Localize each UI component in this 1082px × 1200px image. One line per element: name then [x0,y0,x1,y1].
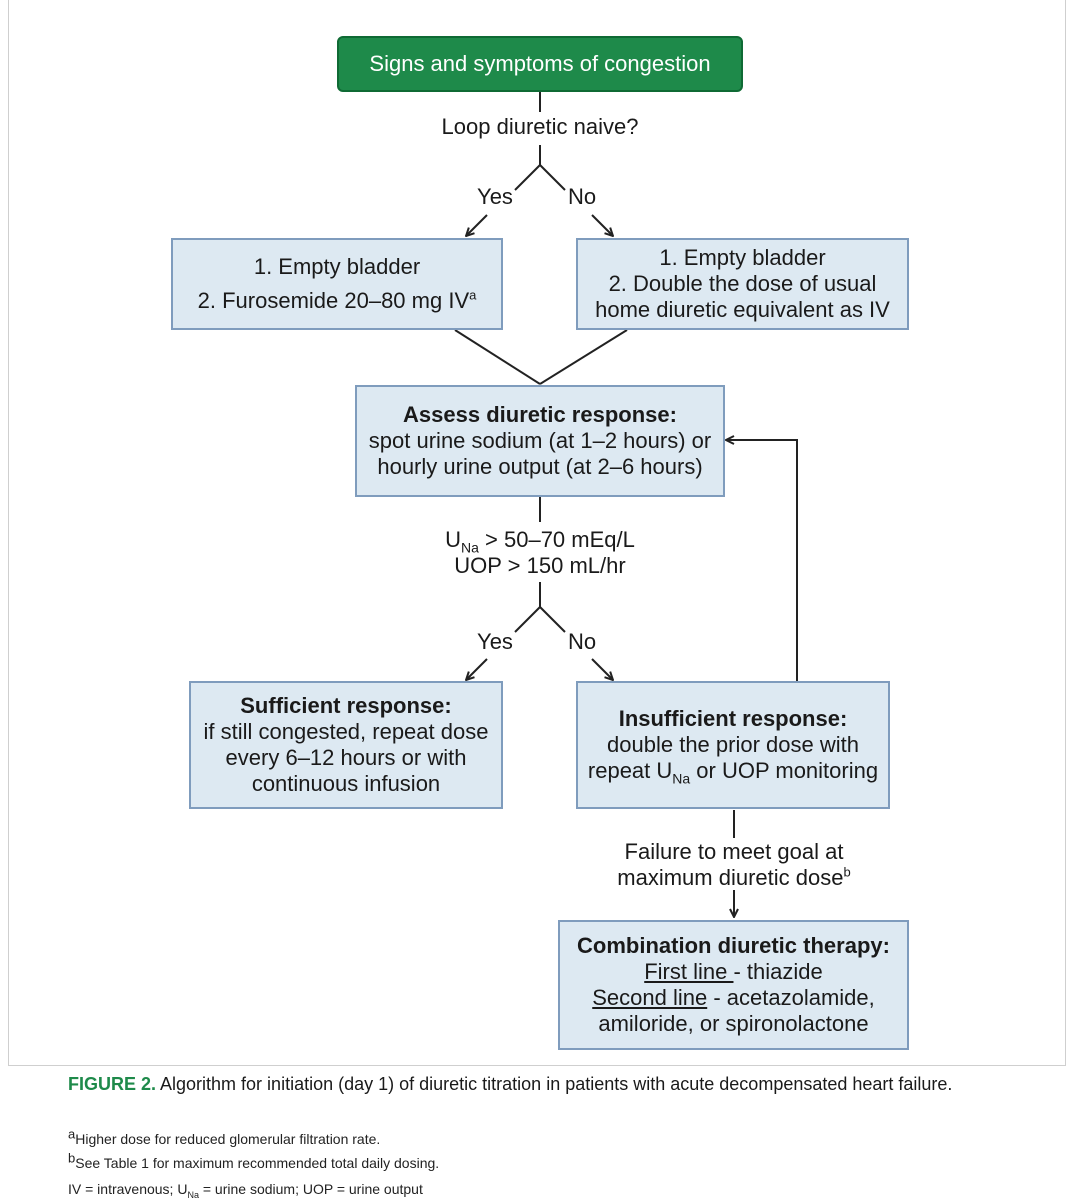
sufficient-line-3: continuous infusion [251,771,441,796]
line-q1-branch-right [539,164,566,191]
non-naive-treatment-box: 1. Empty bladder 2. Double the dose of u… [576,238,909,330]
criteria-una: UNa > 50–70 mEq/L [445,527,635,556]
failure-label-line-2: maximum diuretic doseb [617,864,851,890]
branch-no-label-2: No [567,629,597,654]
figure-number: FIGURE 2. [68,1074,157,1094]
criteria-uop: UOP > 150 mL/hr [454,553,626,578]
figure-frame [8,0,1066,1066]
question-loop-diuretic-naive: Loop diuretic naive? [441,114,639,139]
arrow-yes2 [466,658,488,680]
failure-label-line-1: Failure to meet goal at [624,839,844,864]
branch-no-label: No [567,184,597,209]
combination-first-line: First line - thiazide [644,959,823,984]
sufficient-line-2: every 6–12 hours or with [225,745,467,770]
non-naive-step-2: 2. Double the dose of usual [608,271,877,296]
line-no1-to-assess [539,329,628,385]
branch-yes-label: Yes [477,184,513,209]
insufficient-line-2: repeat UNa or UOP monitoring [587,758,879,787]
figure-caption: FIGURE 2. Algorithm for initiation (day … [68,1074,1018,1095]
naive-step-2: 2. Furosemide 20–80 mg IVa [197,287,477,313]
start-node: Signs and symptoms of congestion [337,36,743,92]
combination-heading: Combination diuretic therapy: [577,933,890,958]
non-naive-step-2-cont: home diuretic equivalent as IV [595,297,890,322]
caption-text: Algorithm for initiation (day 1) of diur… [156,1074,953,1094]
line-yes1-to-assess [454,329,541,385]
naive-step-1: 1. Empty bladder [253,254,421,279]
line-criteria-branch-left [514,606,541,633]
arrow-feedback-loop [726,440,798,681]
sufficient-heading: Sufficient response: [240,693,452,718]
insufficient-line-1: double the prior dose with [607,732,859,757]
sufficient-response-box: Sufficient response: if still congested,… [189,681,503,809]
non-naive-step-1: 1. Empty bladder [659,245,826,270]
assess-line-1: spot urine sodium (at 1–2 hours) or [368,428,712,453]
footnote-b: bSee Table 1 for maximum recommended tot… [68,1150,440,1171]
insufficient-heading: Insufficient response: [618,706,848,731]
start-label: Signs and symptoms of congestion [369,51,711,76]
combination-second-line: Second line - acetazolamide, [592,985,875,1010]
combination-second-line-cont: amiloride, or spironolactone [598,1011,869,1036]
footnote-abbreviations: IV = intravenous; UNa = urine sodium; UO… [68,1181,423,1200]
combination-therapy-box: Combination diuretic therapy: First line… [558,920,909,1050]
line-criteria-branch-right [539,606,566,633]
assess-response-box: Assess diuretic response: spot urine sod… [355,385,725,497]
arrow-no1 [591,214,613,236]
insufficient-response-box: Insufficient response: double the prior … [576,681,890,809]
assess-line-2: hourly urine output (at 2–6 hours) [377,454,703,479]
branch-yes-label-2: Yes [477,629,513,654]
arrow-no2 [591,658,613,680]
arrow-yes1 [466,214,488,236]
naive-treatment-box: 1. Empty bladder 2. Furosemide 20–80 mg … [171,238,503,330]
assess-heading: Assess diuretic response: [403,402,677,427]
footnote-a: aHigher dose for reduced glomerular filt… [68,1126,381,1147]
sufficient-line-1: if still congested, repeat dose [203,719,489,744]
line-q1-branch-left [514,164,541,191]
